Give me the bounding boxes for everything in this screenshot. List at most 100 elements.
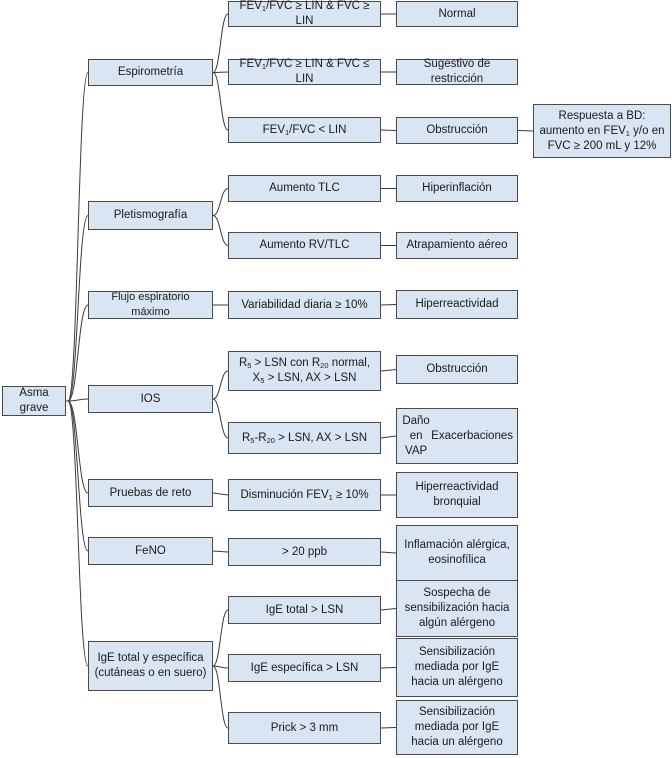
subscript: 1 <box>261 4 267 13</box>
box-text-line: Flujo espiratorio máximo <box>111 291 190 318</box>
box-text: FEV1/FVC < LIN <box>263 123 347 138</box>
box-text-line: IgE total y específica (cutáneas o en su… <box>94 652 207 679</box>
subscript: 5 <box>250 435 255 445</box>
test-box: Variabilidad diaria ≥ 10% <box>228 291 381 319</box>
result-box: Obstrucción <box>396 355 518 384</box>
box-text: Prick > 3 mm <box>271 721 338 736</box>
test-box: FEV1/FVC < LIN <box>228 117 381 143</box>
category-box: IgE total y específica (cutáneas o en su… <box>88 641 213 691</box>
text-segment: > LSN, AX > LSN <box>274 431 368 444</box>
result-box: Sensibilización mediada por IgE hacia un… <box>396 638 518 697</box>
box-text: Aumento TLC <box>269 181 340 196</box>
result-box: Hiperreactividad bronquial <box>396 472 518 518</box>
connector-curve <box>212 370 229 400</box>
box-text: FEV1/FVC ≥ LIN & FVC ≥ LIN <box>233 0 376 29</box>
result-box: Hiperinflación <box>396 175 518 202</box>
subscript: 20 <box>320 361 329 370</box>
subscript: 5 <box>247 361 252 370</box>
connector-curve <box>67 304 89 402</box>
result-box: Sensibilización mediada por IgE hacia un… <box>396 700 518 755</box>
connector-curve <box>67 400 89 667</box>
box-text-line: Espirometría <box>117 66 184 78</box>
bronchodilator-response-box: Respuesta a BD: aumento en FEV1 y/o en F… <box>533 104 671 158</box>
box-text: R5 > LSN con R20 normal, X5 > LSN, AX > … <box>233 356 376 386</box>
text-segment: R <box>241 431 251 444</box>
text-segment: y/o en FVC ≥ 200 mL y 12% <box>547 124 665 152</box>
connector-curve <box>212 188 229 216</box>
box-text-line: Obstrucción <box>426 124 488 136</box>
box-text-line: Daño en VAP <box>402 414 430 457</box>
connector-line <box>380 551 397 554</box>
category-box: FeNO <box>88 537 213 565</box>
box-text-line: Normal <box>438 7 476 20</box>
connector-line <box>517 130 534 132</box>
text-segment: Prick > 3 mm <box>270 721 339 734</box>
result-box: Sugestivo de restricción <box>396 58 518 85</box>
text-segment: R <box>238 357 248 369</box>
text-segment: Respuesta a BD: aumento en FEV <box>539 109 646 137</box>
box-text-line: Pruebas de reto <box>109 486 192 499</box>
text-segment: ≥ 10% <box>332 488 369 501</box>
test-box: Aumento TLC <box>228 175 381 202</box>
test-box: IgE total > LSN <box>228 596 381 624</box>
test-box: R5 > LSN con R20 normal, X5 > LSN, AX > … <box>228 351 381 391</box>
connector-curve <box>212 398 229 439</box>
text-segment: Disminución FEV <box>240 488 329 501</box>
subscript: 5 <box>260 376 265 385</box>
box-text: Respuesta a BD: aumento en FEV1 y/o en F… <box>538 109 666 154</box>
text-segment: /FVC ≥ LIN & FVC ≥ LIN <box>266 0 370 27</box>
connector-curve <box>212 665 229 669</box>
connector-line <box>380 129 397 131</box>
text-segment: Aumento TLC <box>269 182 340 194</box>
box-text-line: Hiperinflación <box>422 182 492 194</box>
connector-line <box>380 608 397 611</box>
connector-curve <box>212 71 229 73</box>
box-text: > 20 ppb <box>282 545 327 560</box>
box-text-line: Sugestivo de restricción <box>423 58 491 85</box>
category-box: Espirometría <box>88 59 213 86</box>
subscript: 1 <box>625 128 630 138</box>
text-segment: > LSN, AX > LSN <box>264 372 357 384</box>
box-text-line: Hiperreactividad bronquial <box>415 481 499 508</box>
box-text-line: Sensibilización mediada por IgE hacia un… <box>411 706 503 748</box>
text-segment: /FVC < LIN <box>289 123 347 136</box>
text-segment: Aumento RV/TLC <box>259 239 350 251</box>
box-text: Aumento RV/TLC <box>260 238 350 253</box>
connector-curve <box>67 398 89 402</box>
text-segment: IgE específica > LSN <box>250 661 359 674</box>
test-box: R5-R20 > LSN, AX > LSN <box>228 422 381 454</box>
result-box: Hiperreactividad <box>396 290 518 319</box>
connector-curve <box>212 609 229 667</box>
box-text-line: Sospecha de sensibilización hacia algún … <box>404 587 510 629</box>
text-segment: > LSN con R <box>251 357 321 369</box>
subscript: 1 <box>285 127 290 137</box>
text-segment: FEV <box>239 58 262 70</box>
box-text-line: Sensibilización mediada por IgE hacia un… <box>411 646 503 688</box>
test-box: > 20 ppb <box>228 538 381 566</box>
connector-curve <box>212 665 229 729</box>
test-box: IgE específica > LSN <box>228 654 381 682</box>
root-box: Asma grave <box>2 386 66 416</box>
text-segment: Variabilidad diaria ≥ 10% <box>241 298 368 311</box>
connector-curve <box>212 72 229 131</box>
test-box: Aumento RV/TLC <box>228 232 381 259</box>
connector-curve <box>212 13 229 73</box>
connector-curve <box>67 215 89 402</box>
result-box: Sospecha de sensibilización hacia algún … <box>396 580 518 637</box>
text-segment: -R <box>254 431 267 444</box>
box-text-line: Obstrucción <box>426 363 488 375</box>
text-segment: /FVC ≥ LIN & FVC ≤ LIN <box>266 58 370 85</box>
connector-curve <box>67 400 89 494</box>
result-box: Inflamación alérgica, eosinofílica <box>396 525 518 581</box>
connector-line <box>212 492 229 496</box>
connector-line <box>380 667 397 669</box>
text-segment: IgE total > LSN <box>265 603 344 616</box>
test-box: Prick > 3 mm <box>228 712 381 744</box>
category-box: Pletismografía <box>88 201 213 230</box>
box-text-line: Inflamación alérgica, eosinofílica <box>404 539 510 566</box>
box-text-line: Pletismografía <box>113 209 188 221</box>
test-box: Disminución FEV1 ≥ 10% <box>228 479 381 511</box>
